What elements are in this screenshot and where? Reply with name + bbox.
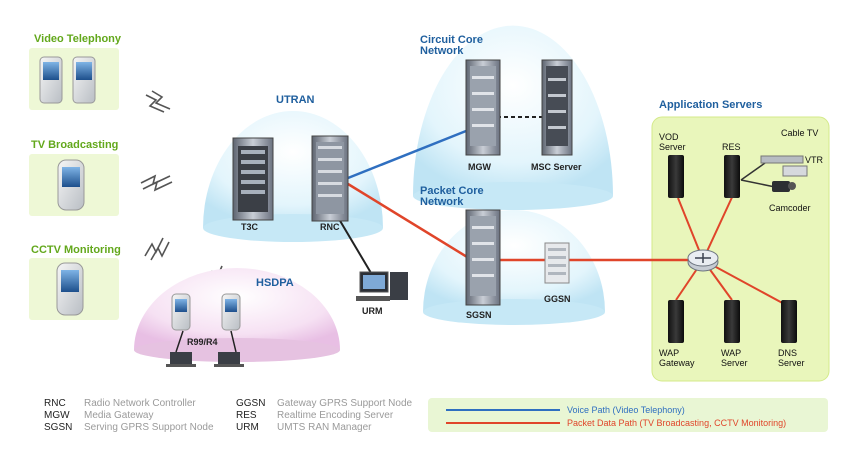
glossary-abbr: GGSN (236, 398, 266, 409)
glossary-abbr: MGW (44, 410, 70, 421)
glossary-abbr: RES (236, 410, 257, 421)
mobile-phone-icon (56, 262, 84, 316)
vod-server-label-line-2: Server (659, 142, 686, 152)
glossary-desc: Media Gateway (84, 410, 154, 421)
rnc-rack-icon (311, 135, 349, 222)
camcoder-icon (772, 181, 796, 192)
res-label: RES (722, 142, 741, 152)
glossary-abbr: URM (236, 422, 259, 433)
dns-server-icon (781, 300, 797, 343)
packet-core-label-line-2: Network (420, 196, 464, 208)
device-label-tv-broadcasting: TV Broadcasting (31, 139, 119, 151)
utran-dome (203, 111, 383, 228)
voice-path-legend: Voice Path (Video Telephony) (567, 405, 685, 415)
rnc-label: RNC (320, 222, 340, 232)
device-label-video-telephony: Video Telephony (34, 33, 121, 45)
vod-server-label-line-1: VOD (659, 132, 679, 142)
glossary-desc: Gateway GPRS Support Node (277, 398, 413, 409)
cable-tv-icon (760, 155, 804, 164)
msc-server-rack-icon (541, 59, 573, 156)
device-card-cctv-monitoring (29, 258, 119, 320)
laptop-icon (214, 330, 244, 367)
glossary-desc: Serving GPRS Support Node (84, 422, 214, 433)
sgsn-label: SGSN (466, 310, 492, 320)
video-phone-icon (39, 56, 96, 104)
circuit-core-dome-base (413, 182, 613, 210)
wap-server-icon (724, 300, 740, 343)
packet-path-legend: Packet Data Path (TV Broadcasting, CCTV … (567, 418, 787, 428)
device-card-video-telephony (29, 48, 119, 110)
hsdpa-phone-icon (171, 293, 191, 331)
mgw-rack-icon (465, 59, 501, 156)
urm-label: URM (362, 306, 383, 316)
ggsn-chassis-icon (544, 242, 570, 284)
sgsn-rack-icon (465, 209, 501, 306)
cable-tv-label: Cable TV (781, 128, 819, 138)
utran-label: UTRAN (276, 94, 315, 106)
dns-server-label-line-2: Server (778, 358, 805, 368)
laptop-icon (166, 330, 196, 367)
circuit-core-label-line-2: Network (420, 45, 464, 57)
circuit-core-label-line-1: Circuit Core (420, 34, 483, 46)
res-server-icon (724, 155, 740, 198)
wap-gateway-server-icon (668, 300, 684, 343)
wap-gateway-label-line-1: WAP (659, 348, 680, 358)
packet-core-dome-base (423, 299, 605, 325)
device-label-cctv-monitoring: CCTV Monitoring (31, 244, 121, 256)
app-device-links (740, 162, 776, 188)
dns-server-label-line-1: DNS (778, 348, 798, 358)
msc-server-label: MSC Server (531, 162, 582, 172)
app-server-links (675, 192, 789, 307)
hsdpa-label: HSDPA (256, 277, 294, 289)
device-card-tv-broadcasting (29, 154, 119, 216)
t3c-label: T3C (241, 222, 259, 232)
wap-gateway-label-line-2: Gateway (659, 358, 695, 368)
ggsn-label: GGSN (544, 294, 571, 304)
router-icon (687, 249, 719, 272)
urm-workstation-icon (356, 271, 408, 301)
t3c-rack-icon (232, 137, 274, 221)
packet-core-label-line-1: Packet Core (420, 185, 484, 197)
mgw-label: MGW (468, 162, 491, 172)
glossary-desc: Realtime Encoding Server (277, 410, 394, 421)
voice-path (347, 129, 467, 180)
vtr-icon (782, 165, 808, 177)
wap-server-label-line-2: Server (721, 358, 748, 368)
wap-server-label-line-1: WAP (721, 348, 742, 358)
wireless-signal-icon (140, 174, 173, 192)
glossary-abbr: SGSN (44, 422, 73, 433)
vod-server-icon (668, 155, 684, 198)
glossary-desc: Radio Network Controller (84, 398, 196, 409)
vtr-label: VTR (805, 155, 823, 165)
application-servers-label: Application Servers (659, 99, 763, 111)
wireless-signal-icon (144, 237, 170, 261)
packet-data-path (347, 182, 690, 262)
glossary-abbr: RNC (44, 398, 66, 409)
hsdpa-phone-icon (221, 293, 241, 331)
mobile-phone-icon (57, 159, 85, 211)
urm-link (335, 213, 375, 279)
glossary-desc: UMTS RAN Manager (277, 422, 372, 433)
utran-dome-base (203, 214, 383, 242)
r99-r4-label: R99/R4 (187, 337, 218, 347)
camcoder-label: Camcoder (769, 203, 811, 213)
wireless-signal-icon (145, 90, 171, 113)
